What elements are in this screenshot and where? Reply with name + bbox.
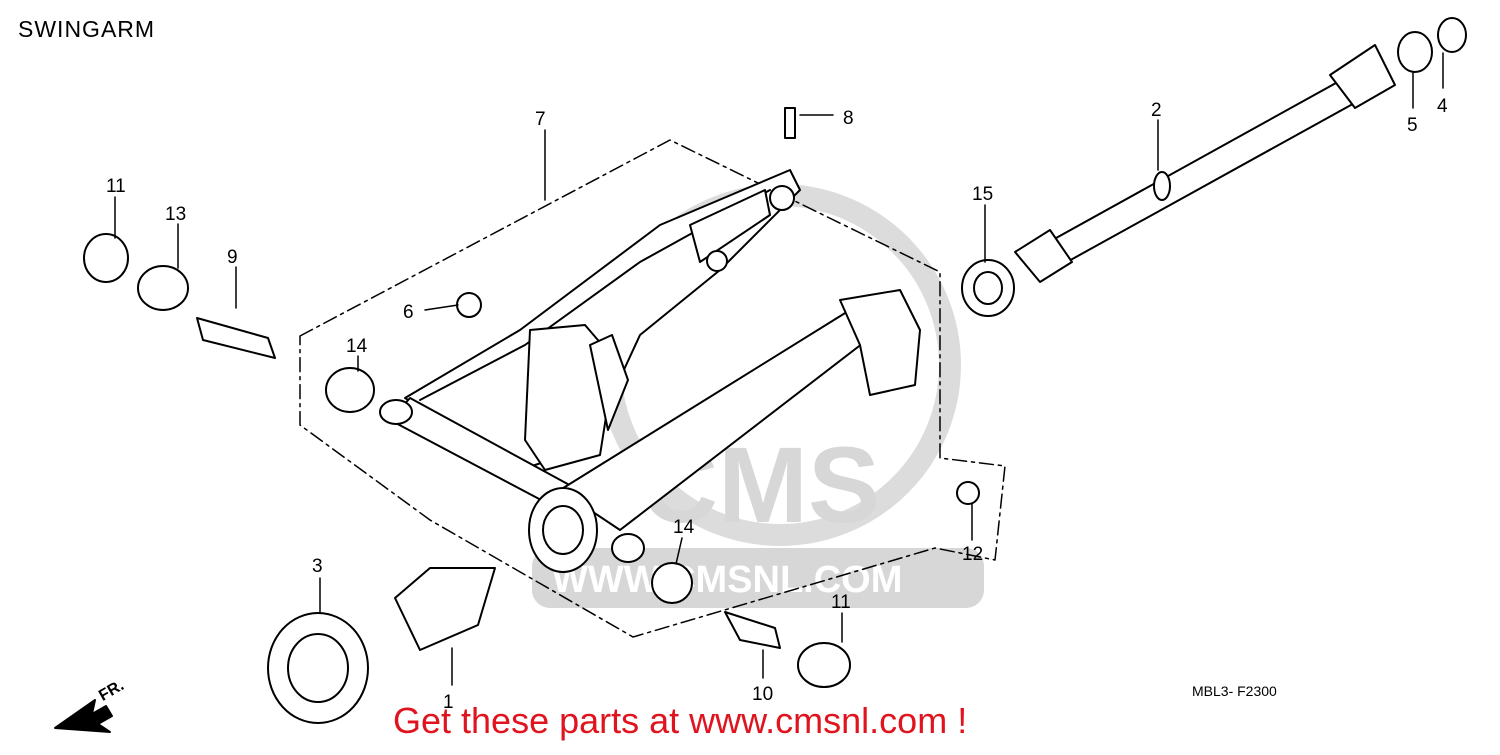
callout-13: 13: [165, 204, 186, 225]
bolt-part-10: [724, 611, 781, 649]
diagram-code: MBL3- F2300: [1192, 683, 1277, 699]
leader-lines: [114, 52, 1444, 686]
spring-part-4: [1437, 17, 1467, 53]
callout-3: 3: [312, 556, 323, 577]
promo-link[interactable]: Get these parts at www.cmsnl.com !: [393, 700, 968, 741]
callout-1: 1: [443, 692, 454, 713]
cap-part-11-lower: [797, 642, 851, 688]
assembly-boundary: [299, 139, 1006, 638]
callout-5: 5: [1407, 115, 1418, 136]
page-title: SWINGARM: [18, 16, 156, 42]
callout-9: 9: [227, 247, 238, 268]
pivot-bolt-part-9: [196, 317, 276, 359]
callout-10: 10: [752, 684, 773, 705]
small-parts: [83, 17, 1467, 724]
front-direction-arrow-icon: FR.: [54, 677, 127, 733]
nut-part-13: [137, 265, 189, 311]
callout-2: 2: [1151, 100, 1162, 121]
callout-6: 6: [403, 302, 414, 323]
callout-14-upper: 14: [346, 336, 368, 357]
universal-joint-part-1: [394, 567, 496, 651]
boot-part-14-lower: [651, 562, 693, 604]
circlip-part-5: [1397, 31, 1433, 73]
callout-8: 8: [843, 108, 854, 129]
callout-numbers: 1 2 3 4 5 6 7 8 9 10 11 11 12 13 14 14 1…: [106, 96, 1448, 713]
watermark-url-text: WWW.CMSNL.COM: [552, 559, 902, 601]
callout-7: 7: [535, 109, 546, 130]
swingarm-body: [379, 169, 921, 573]
callout-4: 4: [1437, 96, 1448, 117]
callout-14-lower: 14: [673, 517, 695, 538]
bolt-part-8: [784, 107, 796, 139]
callout-11-upper: 11: [106, 176, 126, 197]
drive-shaft: [1014, 44, 1396, 283]
nut-part-12: [956, 481, 980, 505]
callout-12: 12: [962, 544, 983, 565]
nut-part-6: [456, 292, 482, 318]
front-marker-label: FR.: [96, 677, 127, 705]
callout-15: 15: [972, 184, 993, 205]
boot-part-14-upper: [325, 367, 375, 413]
cap-part-11-upper: [83, 233, 129, 283]
callout-11-lower: 11: [831, 592, 851, 613]
